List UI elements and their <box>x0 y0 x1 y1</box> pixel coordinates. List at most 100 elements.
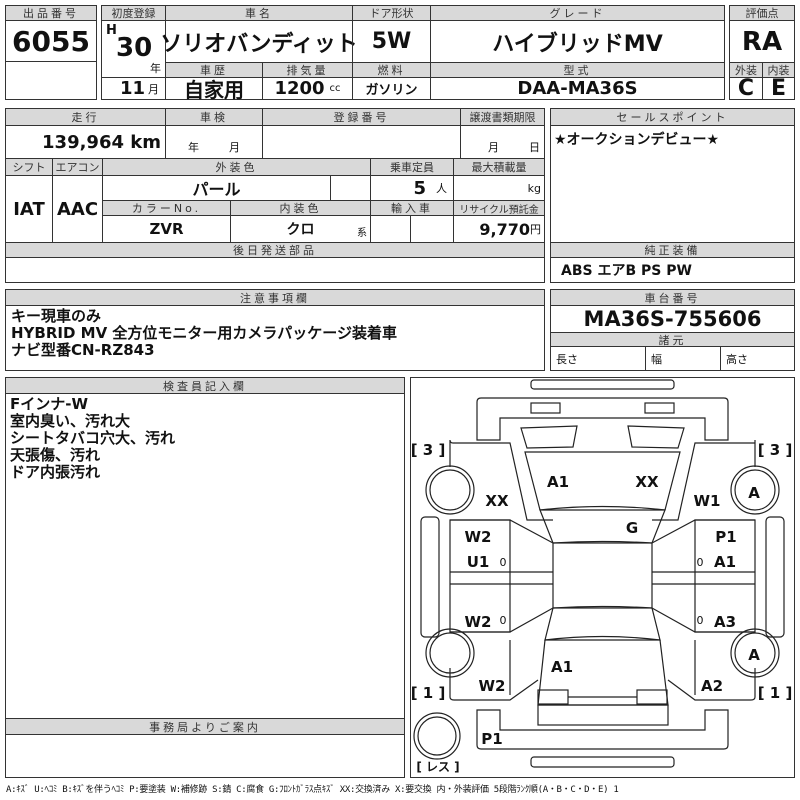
transfer-label: 譲渡書類期限 <box>460 108 545 126</box>
right-rocker <box>765 516 785 638</box>
mark-fender-fl: XX <box>485 492 509 510</box>
first-reg-year-cell: H 30 年 <box>101 20 166 78</box>
import-label: 輸入車 <box>370 200 454 216</box>
recycle: 9,770 <box>479 219 530 239</box>
car-damage-diagram: [ 3 ] [ 3 ] A1 XX XX W1 A G W2 U1 0 P1 A… <box>411 379 793 774</box>
mark-zero: 0 <box>697 614 704 627</box>
mark-tire-fl: [ 3 ] <box>411 441 446 459</box>
recycle-unit: 円 <box>530 223 541 236</box>
first-reg-year: 30 <box>116 33 153 63</box>
model: DAA-MA36S <box>430 77 725 100</box>
mark-zero: 0 <box>697 556 704 569</box>
displacement: 1200 <box>274 78 325 99</box>
front-bumper <box>476 397 729 441</box>
import-cell-a <box>370 215 411 243</box>
inspector-notes: Fインナ-W 室内臭い、汚れ大 シートタバコ穴大、汚れ 天張傷、汚れ ドア内張汚… <box>5 393 405 719</box>
note-line: キー現車のみ <box>11 307 102 325</box>
left-rocker <box>420 516 440 638</box>
sales-point-label: セールスポイント <box>550 108 795 126</box>
max-load-label: 最大積載量 <box>453 158 545 176</box>
equipment-label: 純正装備 <box>550 242 795 258</box>
right-side <box>651 519 755 633</box>
mark-rear-bumper: P1 <box>481 730 502 748</box>
tire-rear-right <box>730 628 780 678</box>
first-reg-month: 11 <box>119 78 145 99</box>
mark-zero: 0 <box>500 556 507 569</box>
era: H <box>106 23 117 38</box>
ac-label: エアコン <box>52 158 103 176</box>
chassis-number: MA36S-755606 <box>550 305 795 333</box>
shift: IAT <box>5 175 53 243</box>
height-label: 高さ <box>720 346 795 371</box>
mark-tire-rl: [ 1 ] <box>411 684 446 702</box>
mark-fender-rl: W2 <box>479 677 506 695</box>
office-label: 事務局よりご案内 <box>5 718 405 735</box>
capacity-unit: 人 <box>436 182 447 195</box>
car-name: ソリオバンディット <box>160 20 358 63</box>
note-line: HYBRID MV 全方位モニター用カメラパッケージ装着車 <box>11 324 397 342</box>
damage-diagram-frame <box>410 377 795 778</box>
mark-wheel-rr: A <box>748 646 760 664</box>
later-parts-label: 後日発送部品 <box>5 242 545 258</box>
ext-color: パール <box>102 175 331 201</box>
mark-door-rr: A3 <box>714 613 736 631</box>
spec-label: 諸元 <box>550 332 795 347</box>
inspector-label: 検査員記入欄 <box>5 377 405 394</box>
length-label: 長さ <box>550 346 646 371</box>
transfer-date: 月日 <box>460 125 545 159</box>
inspector-line: ドア内張汚れ <box>10 463 101 481</box>
car-name-label: 車名 <box>165 5 353 21</box>
model-label: 型式 <box>430 62 725 78</box>
right-rear-fender <box>667 640 756 701</box>
transfer-month-unit: 月 <box>488 141 499 154</box>
windshield <box>539 505 666 544</box>
score-label: 評価点 <box>729 5 795 21</box>
mark-tire-fr: [ 3 ] <box>758 441 793 459</box>
fuel: ガソリン <box>352 77 431 100</box>
grade: ハイブリッドMV <box>430 20 725 63</box>
fuel-label: 燃料 <box>352 62 431 78</box>
lot-number: 6055 <box>5 20 97 62</box>
mark-door-fl: W2 <box>465 528 492 546</box>
history: 自家用 <box>165 77 263 102</box>
int-color: クロ <box>286 222 315 238</box>
headlight-right <box>644 402 675 414</box>
taillight-right <box>636 689 668 705</box>
displacement-unit: cc <box>329 83 341 94</box>
tire-rear-left <box>425 628 475 678</box>
score-value: RA <box>729 20 795 63</box>
first-reg-label: 初度登録 <box>101 5 166 21</box>
later-parts <box>5 257 545 283</box>
mark-door-fr: P1 <box>715 528 736 546</box>
ext-score: C <box>729 76 763 101</box>
mileage: 139,964 km <box>5 125 166 159</box>
rear-bumper-bar <box>530 756 675 768</box>
lot-label: 出品番号 <box>5 5 97 21</box>
mark-door-fl-2: U1 <box>467 553 490 571</box>
mark-fender-fr: W1 <box>694 492 721 510</box>
note-line: ナビ型番CN-RZ843 <box>11 341 155 359</box>
headlight-left <box>530 402 561 414</box>
equipment: ABS エアB PS PW <box>550 257 795 283</box>
rear-panel <box>537 704 669 726</box>
notes-label: 注意事項欄 <box>5 289 545 306</box>
left-doors <box>449 519 511 633</box>
color-no: ZVR <box>102 215 231 243</box>
capacity: 5 <box>413 177 426 199</box>
year-unit: 年 <box>150 62 161 75</box>
color-no-label: カラーNo. <box>102 200 231 216</box>
max-load-unit: kg <box>453 175 545 201</box>
office-notes <box>5 734 405 778</box>
inspector-line: 室内臭い、汚れ大 <box>10 412 131 430</box>
mark-spare: [ レス ] <box>416 760 459 774</box>
inspection-month-unit: 月 <box>229 141 240 154</box>
ext-color-label: 外装色 <box>102 158 371 176</box>
lot-blank <box>5 61 97 100</box>
reg-no-label: 登録番号 <box>262 108 461 126</box>
spare-tire <box>413 712 461 760</box>
rear-window <box>544 605 661 641</box>
width-label: 幅 <box>645 346 721 371</box>
inspection-year-unit: 年 <box>188 141 199 154</box>
